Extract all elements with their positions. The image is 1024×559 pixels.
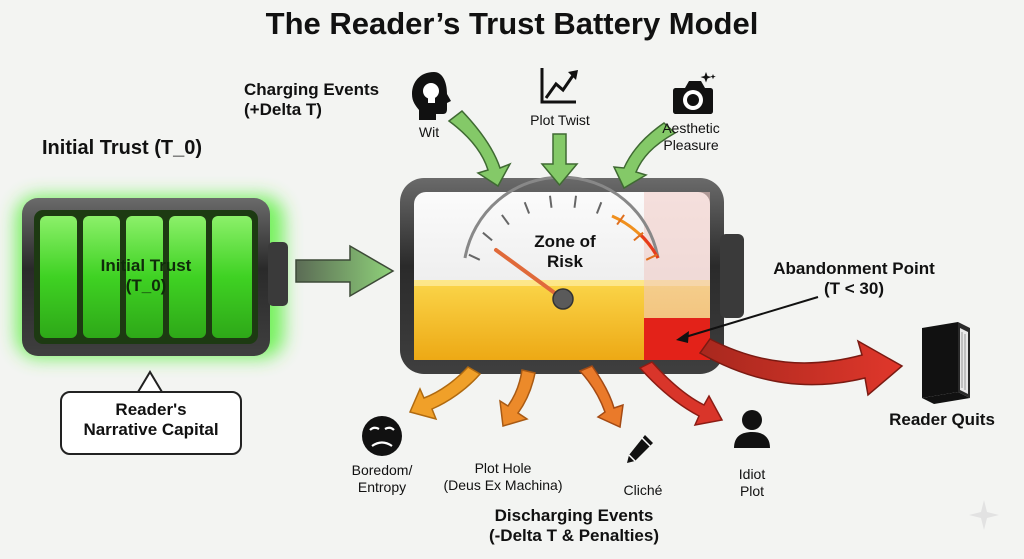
discharge-arrow-cliche bbox=[578, 365, 624, 429]
reader-quits-label: Reader Quits bbox=[889, 410, 995, 429]
transfer-arrow bbox=[295, 244, 395, 298]
discharging-line1: Discharging Events bbox=[494, 506, 654, 525]
charge-label-plot-twist: Plot Twist bbox=[530, 112, 590, 128]
callout-pointer bbox=[136, 370, 164, 393]
idiot-plot-line1: Idiot bbox=[738, 466, 766, 482]
gauge-line1: Zone of bbox=[534, 232, 596, 251]
discharging-line2: (-Delta T & Penalties) bbox=[488, 526, 660, 546]
person-icon bbox=[734, 410, 770, 448]
battery-label-line1: Initial Trust bbox=[100, 256, 192, 275]
abandonment-zone bbox=[644, 318, 710, 360]
gauge-tick bbox=[616, 214, 625, 226]
idiot-plot-line2: Plot bbox=[739, 482, 765, 499]
gauge-needle bbox=[494, 248, 565, 301]
gauge-tick bbox=[501, 214, 510, 226]
quit-arrow bbox=[698, 338, 904, 397]
charge-arrow-aesthetic bbox=[612, 122, 677, 190]
boredom-line2: Entropy bbox=[357, 478, 407, 495]
lightbulb-head-icon bbox=[412, 72, 451, 120]
sparkle-icon bbox=[969, 500, 999, 530]
discharge-label-boredom: Boredom/ Entropy bbox=[334, 462, 430, 495]
discharge-arrow-idiot-plot bbox=[638, 361, 724, 426]
charging-line2: (+Delta T) bbox=[244, 100, 322, 120]
gauge-tick bbox=[523, 201, 531, 214]
closed-book-icon bbox=[922, 322, 970, 404]
plot-hole-line2: (Deus Ex Machina) bbox=[443, 476, 563, 493]
charge-label-aesthetic: Aesthetic Pleasure bbox=[646, 120, 736, 153]
gauge-tick bbox=[595, 201, 603, 214]
discharge-arrow-plot-hole bbox=[499, 369, 536, 427]
abandonment-label: Abandonment Point (T < 30) bbox=[748, 259, 960, 299]
charging-line1: Charging Events bbox=[244, 80, 380, 99]
diagram-title: The Reader’s Trust Battery Model bbox=[265, 6, 759, 41]
discharging-events-label: Discharging Events (-Delta T & Penalties… bbox=[456, 506, 692, 546]
camera-icon bbox=[673, 72, 716, 114]
gauge-tick bbox=[633, 231, 644, 242]
charging-arrows bbox=[447, 109, 677, 190]
sad-face-icon bbox=[362, 416, 402, 456]
boredom-line1: Boredom/ bbox=[351, 462, 413, 478]
gauge-tick bbox=[645, 253, 658, 261]
aesthetic-line2: Pleasure bbox=[663, 136, 719, 153]
trust-battery bbox=[400, 178, 744, 374]
callout-line2: Narrative Capital bbox=[83, 420, 219, 440]
gauge-tick bbox=[482, 231, 493, 242]
callout-line1: Reader's bbox=[115, 400, 187, 419]
trend-up-icon bbox=[540, 68, 578, 104]
charging-events-label: Charging Events (+Delta T) bbox=[244, 80, 414, 120]
discharge-label-idiot-plot: Idiot Plot bbox=[720, 466, 784, 499]
plot-hole-line1: Plot Hole bbox=[474, 460, 532, 476]
charge-label-wit: Wit bbox=[418, 124, 440, 140]
gauge-tick bbox=[573, 195, 577, 208]
initial-trust-battery bbox=[16, 196, 288, 358]
pencil-icon bbox=[627, 435, 653, 463]
abandonment-line1: Abandonment Point bbox=[773, 259, 935, 278]
callout-text: Reader's Narrative Capital bbox=[60, 400, 242, 440]
aesthetic-line1: Aesthetic bbox=[662, 120, 720, 136]
discharge-label-plot-hole: Plot Hole (Deus Ex Machina) bbox=[428, 460, 578, 493]
discharging-arrows bbox=[408, 361, 724, 429]
abandonment-line2: (T < 30) bbox=[824, 279, 884, 299]
gauge-line2: Risk bbox=[547, 252, 583, 272]
discharge-label-cliche: Cliché bbox=[623, 482, 663, 498]
narrative-capital-callout bbox=[60, 391, 242, 455]
initial-trust-heading: Initial Trust (T_0) bbox=[42, 137, 203, 159]
battery-label-line2: (T_0) bbox=[125, 276, 167, 296]
gauge-tick bbox=[549, 195, 553, 208]
discharge-arrow-boredom bbox=[408, 366, 482, 421]
charge-arrow-wit bbox=[447, 109, 512, 188]
abandonment-pointer bbox=[681, 296, 819, 339]
gauge-label: Zone of Risk bbox=[510, 232, 620, 272]
gauge-tick bbox=[468, 253, 481, 261]
charge-arrow-plot-twist bbox=[540, 133, 579, 187]
battery-label: Initial Trust (T_0) bbox=[56, 256, 236, 296]
